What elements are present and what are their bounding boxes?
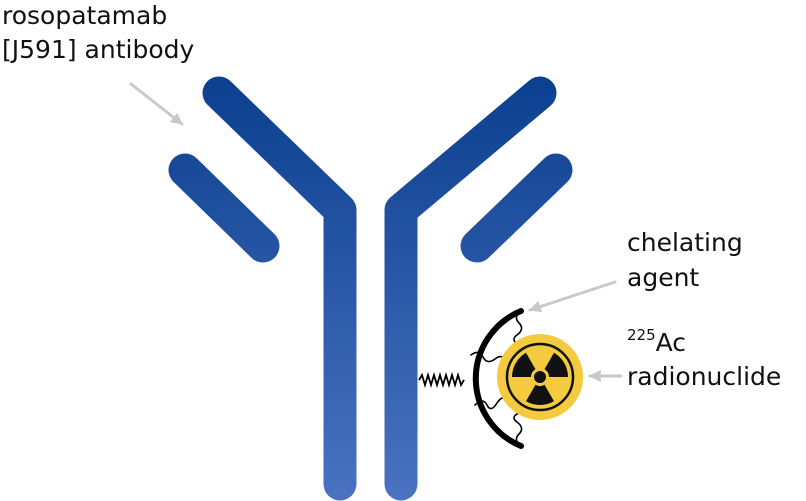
radionuclide-label: radionuclide bbox=[627, 362, 781, 391]
antibody-label-line1: rosopatamab bbox=[2, 1, 167, 30]
antibody-heavy-chain-left bbox=[202, 76, 357, 501]
antibody-light-chain-right bbox=[460, 153, 573, 263]
chelator-pointer-arrow bbox=[528, 280, 617, 313]
antibody-heavy-chain-right bbox=[384, 76, 557, 501]
antibody-pointer-arrow bbox=[129, 82, 184, 126]
antibody-light-chain-left bbox=[168, 153, 280, 263]
antibody bbox=[168, 76, 573, 501]
isotope-mass-number: 225 bbox=[627, 326, 656, 344]
chelator-label-line2: agent bbox=[627, 263, 699, 292]
chelator-arc bbox=[472, 308, 524, 449]
chelating-agent bbox=[470, 308, 526, 449]
antibody-label-line2: [J591] antibody bbox=[2, 35, 194, 64]
radionuclide-ring bbox=[505, 342, 575, 412]
pointer-arrows bbox=[129, 82, 623, 382]
radionuclide bbox=[497, 334, 583, 420]
chelator-bond-2 bbox=[470, 351, 506, 363]
chelator-label-line1: chelating bbox=[627, 228, 743, 257]
isotope-label: 225Ac bbox=[627, 326, 686, 357]
linker-spring bbox=[418, 371, 465, 389]
radiation-trefoil-icon bbox=[512, 352, 568, 405]
isotope-symbol: Ac bbox=[656, 328, 686, 357]
